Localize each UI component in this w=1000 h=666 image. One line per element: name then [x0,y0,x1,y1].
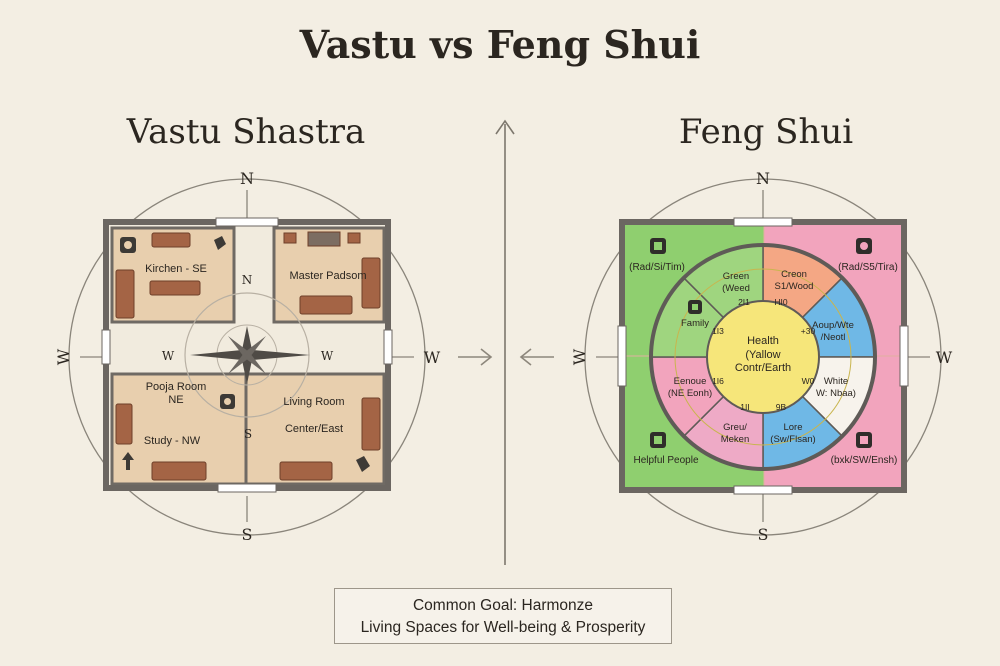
right-arrow-icon [458,348,493,366]
center-health-1: Health [747,335,779,347]
ring-number-3: 1I3 [712,326,724,336]
sector-green-2: (Weed [722,283,750,294]
study-label: Study - NW [144,435,201,447]
ring-number-5: 1I6 [712,376,724,386]
vastu-compass-e: W [424,348,441,367]
vastu-inner-s: S [244,427,252,441]
sector-green-1: Green [723,271,749,282]
vastu-floorplan: Kirchen - SE Master Padsom Pooja Room NE… [101,217,393,493]
compass-rose-icon [190,326,310,384]
sector-blue-1: Aoup/Wte [812,320,854,331]
sector-gray-2: Meken [721,434,750,445]
center-divider [495,119,515,565]
wealth-icon [650,238,666,254]
vastu-heading: Vastu Shastra [126,112,366,152]
pooja-label-2: NE [168,394,183,406]
fengshui-heading: Feng Shui [678,112,854,152]
sector-love-1: Lore [783,422,802,433]
living-label-1: Living Room [283,396,344,408]
kitchen-sink-icon [214,236,226,250]
ring-number-2: HI0 [774,297,788,307]
sector-orange-1: Creon [781,269,807,280]
relationship-icon [856,432,872,448]
fengshui-compass-n: N [756,169,770,188]
sector-pink-1: Eenoue [674,376,707,387]
vastu-compass-n: N [240,169,254,188]
corner-bl-label: Helpful People [633,455,698,466]
center-health-3: Contr/Earth [735,362,791,374]
ring-number-8: 9B [776,402,787,412]
living-label-2: Center/East [285,423,343,435]
pooja-icon [220,394,235,409]
sector-orange-2: S1/Wood [775,281,814,292]
corner-tl-label: (Rad/Si/Tim) [629,262,685,273]
sector-white-1: White [824,376,848,387]
family-icon [688,300,702,314]
ring-number-7: 1II [740,402,749,412]
sector-blue-2: /Neotl [821,332,846,343]
vastu-compass-w: W [54,348,73,365]
master-bedroom-label: Master Padsom [289,270,366,282]
corner-br-label: (bxk/SW/Ensh) [831,455,898,466]
goal-line-2: Living Spaces for Well-being & Prosperit… [360,619,646,636]
sector-white-2: W: Nbaa) [816,388,856,399]
goal-line-1: Common Goal: Harmonze [412,597,594,614]
bagua-map: (Rad/Si/Tim) (Rad/S5/Tira) Helpful Peopl… [617,217,909,495]
kitchen-stove-icon [120,237,136,253]
vastu-inner-w: W [162,349,175,363]
sector-love-2: (Sw/Flsan) [770,434,815,445]
vastu-compass-s: S [242,525,253,544]
fengshui-compass: N S W W [570,169,953,544]
fengshui-compass-e: W [936,348,953,367]
fengshui-compass-w: W [570,348,589,365]
corner-tr-label: (Rad/S5/Tira) [838,262,898,273]
page-title: Vastu vs Feng Shui [299,22,701,67]
common-goal-box: Common Goal: Harmonze Living Spaces for … [334,588,672,644]
fame-icon [856,238,872,254]
pooja-label-1: Pooja Room [146,381,207,393]
center-health-2: (Yallow [745,349,780,361]
vastu-compass: N S W W [54,169,441,544]
ring-number-6: W0 [802,376,815,386]
left-arrow-icon [519,348,554,366]
plant-icon [122,452,134,470]
vastu-inner-n: N [242,273,253,287]
sector-gray-1: Greu/ [723,422,747,433]
fengshui-compass-s: S [758,525,769,544]
vastu-inner-e: W [321,349,334,363]
kitchen-label: Kirchen - SE [145,263,207,275]
sector-family: Family [681,318,709,329]
helpful-people-icon [650,432,666,448]
lamp-icon [356,456,370,472]
ring-number-4: +30 [801,326,816,336]
sector-pink-2: (NE Eonh) [668,388,712,399]
ring-number-1: 2I1 [738,297,750,307]
